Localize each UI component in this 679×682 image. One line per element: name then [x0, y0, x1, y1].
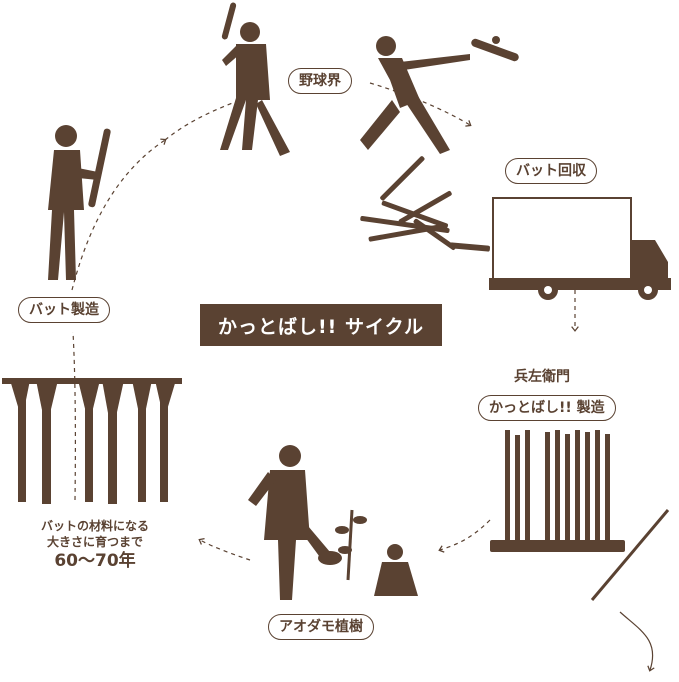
cycle-arrows: [71, 82, 579, 561]
single-chopstick-icon: [590, 509, 670, 672]
growth-line-2: 大きさに育つまで: [46, 535, 143, 549]
arrow-making-to-planting: [438, 519, 491, 553]
arrow-baseball-to-collection: [369, 82, 472, 127]
arrow-growth-to-bat: [72, 331, 76, 501]
planter-icon: [248, 445, 418, 600]
bat-maker-icon: [48, 125, 111, 280]
label-growth: バットの材料になる 大きさに育つまで 60～70年: [20, 518, 170, 572]
truck-icon: [489, 197, 671, 300]
cycle-title: かっとばし!! サイクル: [200, 304, 442, 346]
label-chopstick-making: かっとばし!! 製造: [478, 395, 616, 421]
growth-years: 60～70年: [54, 551, 136, 571]
arrow-planting-to-growth: [198, 537, 251, 561]
label-baseball-world: 野球界: [288, 68, 352, 94]
forest-icon: [2, 378, 182, 504]
label-bat-collection: バット回収: [505, 158, 597, 184]
batter-swinging-icon: [360, 36, 519, 154]
label-maker: 兵左衛門: [514, 369, 570, 385]
batter-standing-icon: [220, 2, 290, 156]
arrow-bat-to-baseball: [71, 138, 167, 291]
broken-bats-icon: [360, 156, 491, 252]
growth-line-1: バットの材料になる: [40, 519, 149, 533]
chopsticks-stand-icon: [490, 430, 625, 552]
label-planting: アオダモ植樹: [268, 614, 374, 640]
label-bat-making: バット製造: [18, 297, 110, 323]
arrow-tail: [164, 101, 236, 141]
